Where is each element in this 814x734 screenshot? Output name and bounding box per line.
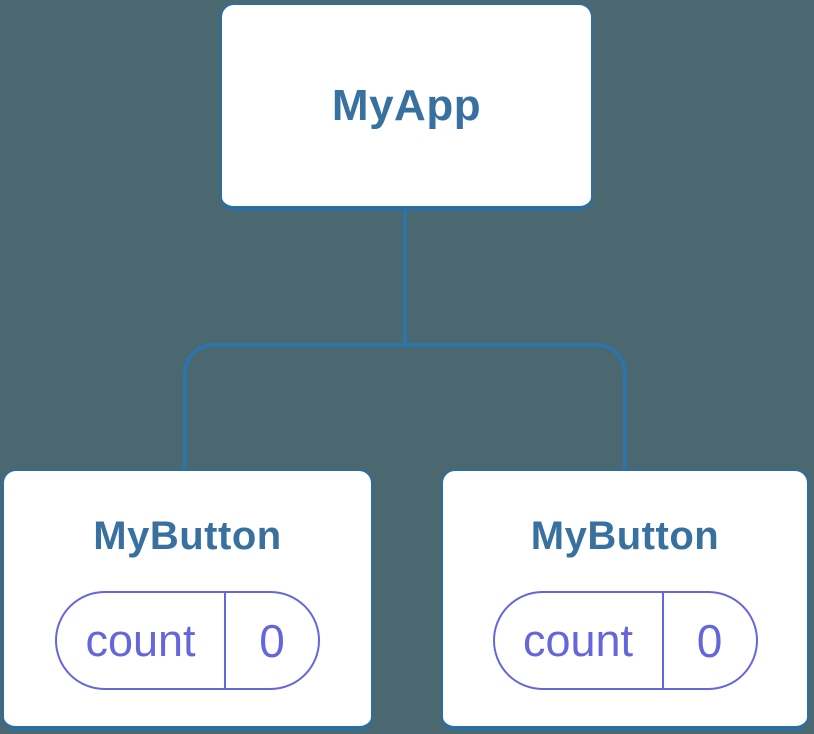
- state-value: 0: [259, 614, 285, 667]
- component-node-mybutton-right: MyButton count 0: [441, 469, 809, 731]
- component-label: MyApp: [331, 80, 482, 130]
- state-pill: count 0: [492, 591, 758, 690]
- component-label: MyButton: [530, 513, 720, 558]
- state-value: 0: [696, 614, 723, 667]
- component-label: MyButton: [93, 513, 282, 558]
- state-pill: count 0: [55, 591, 320, 690]
- state-key-label: count: [57, 593, 226, 688]
- state-key-label: count: [495, 593, 664, 688]
- component-node-mybutton-left: MyButton count 0: [2, 469, 373, 731]
- component-node-myapp: MyApp: [220, 3, 593, 211]
- connector-stem-line: [403, 210, 407, 344]
- connector-branch-line: [183, 343, 627, 470]
